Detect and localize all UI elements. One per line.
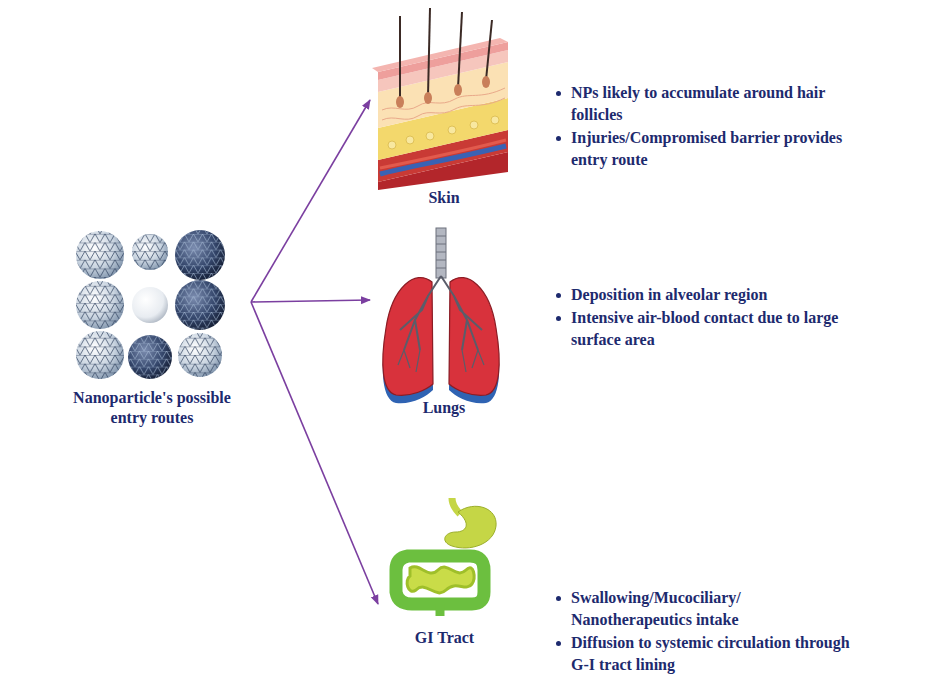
nanoparticle-cluster-part xyxy=(128,335,172,379)
gi-tract-illustration-part xyxy=(436,604,445,616)
illustrated-node: GI Tract xyxy=(380,495,509,648)
node-label: Nanoparticle's possible entry routes xyxy=(55,388,249,428)
skin-illustration-part xyxy=(454,84,462,96)
skin-illustration-part xyxy=(396,96,404,108)
nanoparticle-cluster-part xyxy=(132,234,168,270)
nanoparticle-cluster-part xyxy=(76,281,124,329)
illustrated-node: Nanoparticle's possible entry routes xyxy=(55,225,249,428)
nanoparticle-cluster-part xyxy=(76,231,124,279)
skin-illustration-part xyxy=(491,116,499,124)
arrow-connector xyxy=(251,100,370,302)
bullet-dot xyxy=(556,293,561,298)
arrow-connector xyxy=(251,300,370,302)
gi-tract-illustration-part xyxy=(445,506,496,548)
bullet-text: NPs likely to accumulate around hair fol… xyxy=(571,82,853,126)
illustrated-node: Lungs xyxy=(372,222,516,418)
bullet-dot xyxy=(556,596,561,601)
skin-illustration-part xyxy=(448,126,456,134)
nanoparticle-cluster-part xyxy=(178,333,222,377)
skin-illustration-part xyxy=(458,12,462,88)
nanoparticle-cluster-part xyxy=(132,234,168,270)
nanoparticle-cluster-part xyxy=(76,331,124,379)
lungs-illustration xyxy=(383,228,499,403)
skin-illustration-part xyxy=(428,8,430,96)
gi-tract-illustration xyxy=(396,498,496,616)
skin-illustration-part xyxy=(486,20,492,80)
bullet-item: Injuries/Compromised barrier provides en… xyxy=(553,127,853,171)
bullet-item: Diffusion to systemic circulation throug… xyxy=(553,632,853,676)
bullet-text: Intensive air-blood contact due to large… xyxy=(571,307,853,351)
bullet-text: Diffusion to systemic circulation throug… xyxy=(571,632,853,676)
bullet-item: Swallowing/Mucociliary/ Nanotherapeutics… xyxy=(553,587,853,631)
bullet-text: Injuries/Compromised barrier provides en… xyxy=(571,127,853,171)
bullet-list: Deposition in alveolar regionIntensive a… xyxy=(553,284,853,352)
lungs-illustration-part xyxy=(400,276,482,350)
bullet-dot xyxy=(556,91,561,96)
bullet-item: Deposition in alveolar region xyxy=(553,284,853,306)
skin-illustration-part xyxy=(388,141,396,149)
bullet-item: Intensive air-blood contact due to large… xyxy=(553,307,853,351)
lungs-illustration-part xyxy=(436,236,446,268)
bullet-item: NPs likely to accumulate around hair fol… xyxy=(553,82,853,126)
nanoparticle-cluster-part xyxy=(175,280,225,330)
nanoparticle-cluster-part xyxy=(175,230,225,280)
nanoparticle-cluster-part xyxy=(132,287,168,323)
node-label: Lungs xyxy=(372,398,516,418)
bullet-list: Swallowing/Mucociliary/ Nanotherapeutics… xyxy=(553,587,853,677)
skin-illustration-part xyxy=(426,132,434,140)
lungs-illustration-part xyxy=(436,228,446,278)
nanoparticle-cluster-part xyxy=(76,231,124,279)
nanoparticle-cluster-part xyxy=(128,335,172,379)
skin-illustration-part xyxy=(482,76,490,88)
gi-tract-illustration-part xyxy=(407,567,474,593)
skin-illustration xyxy=(372,8,508,190)
bullet-text: Deposition in alveolar region xyxy=(571,284,767,306)
gi-tract-illustration-part xyxy=(396,556,484,604)
skin-illustration-part xyxy=(470,121,478,129)
nanoparticle-cluster-part xyxy=(175,230,225,280)
bullet-list: NPs likely to accumulate around hair fol… xyxy=(553,82,853,172)
bullet-dot xyxy=(556,136,561,141)
skin-illustration-part xyxy=(424,92,432,104)
arrow-connector xyxy=(251,302,378,604)
nanoparticle-cluster-part xyxy=(178,333,222,377)
skin-illustration-part xyxy=(399,16,401,100)
node-label: GI Tract xyxy=(380,628,509,648)
bullet-dot xyxy=(556,316,561,321)
node-label: Skin xyxy=(372,188,516,208)
nanoparticle-cluster-part xyxy=(76,281,124,329)
nanoparticle-cluster xyxy=(76,230,225,379)
bullet-text: Swallowing/Mucociliary/ Nanotherapeutics… xyxy=(571,587,853,631)
nanoparticle-cluster-part xyxy=(76,331,124,379)
illustrated-node: Skin xyxy=(372,20,516,208)
lungs-illustration-part xyxy=(398,350,484,372)
bullet-dot xyxy=(556,641,561,646)
skin-illustration-part xyxy=(406,136,414,144)
nanoparticle-cluster-part xyxy=(175,280,225,330)
